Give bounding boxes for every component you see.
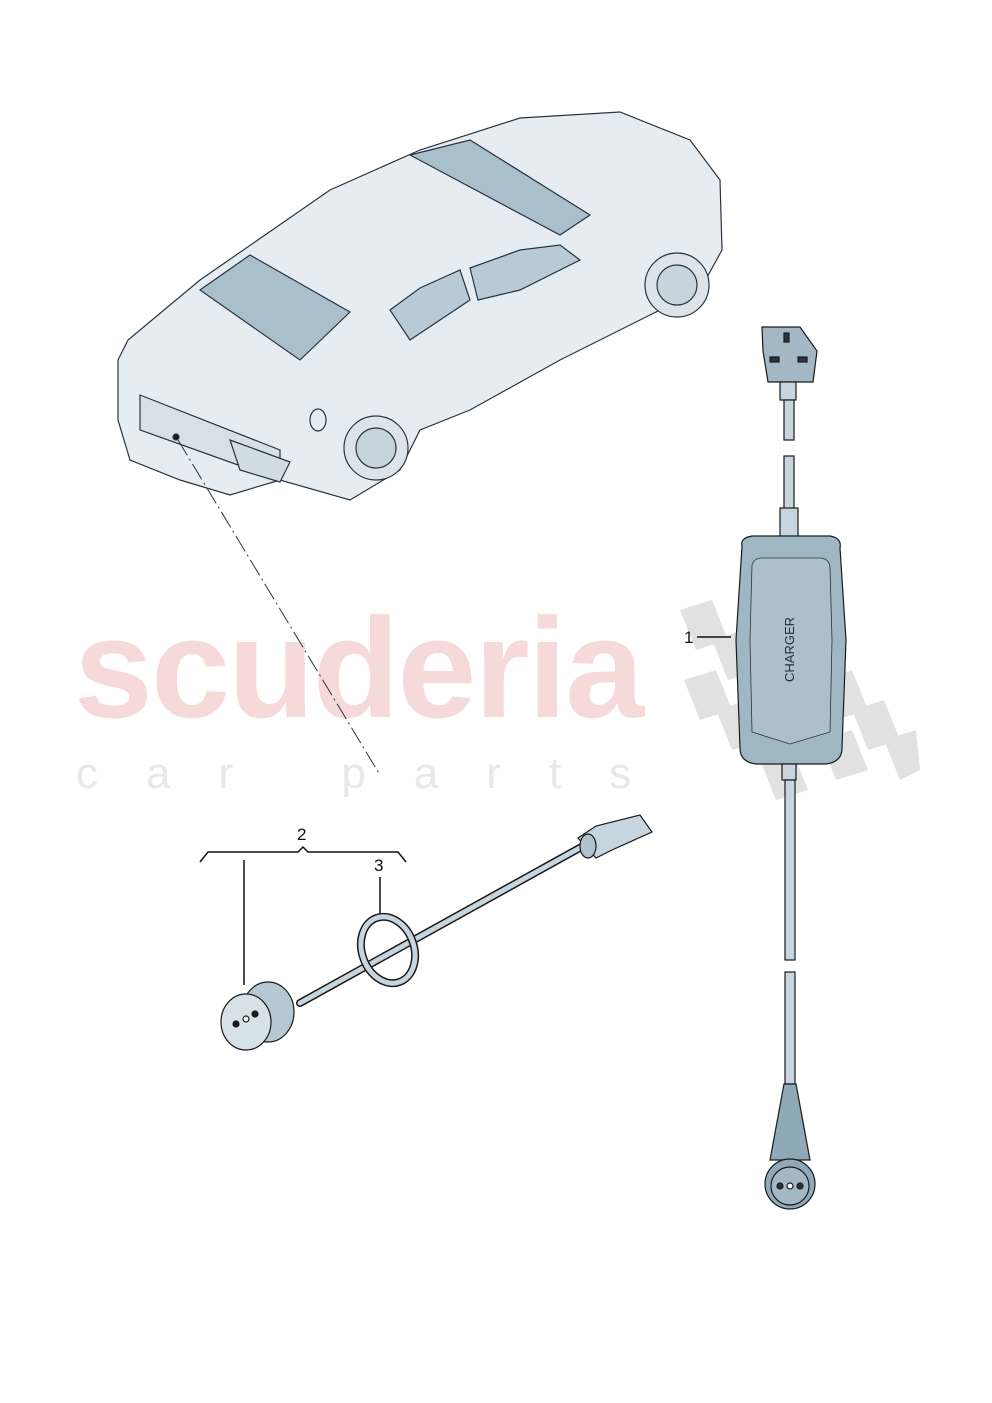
charger-assembly	[735, 326, 847, 1210]
callout-2: 2	[297, 825, 307, 844]
socket-cable-assembly	[220, 814, 653, 1051]
callout-3: 3	[374, 856, 384, 875]
leader-line	[177, 439, 381, 776]
watermark-car-parts: car parts	[76, 749, 680, 798]
callout-2-bracket	[199, 845, 407, 985]
watermark-scuderia: scuderia	[74, 589, 644, 748]
uk-plug-icon	[761, 326, 818, 383]
charger-text-label: CHARGER	[782, 616, 797, 682]
callout-1: 1	[684, 628, 694, 647]
car-illustration	[117, 111, 723, 501]
